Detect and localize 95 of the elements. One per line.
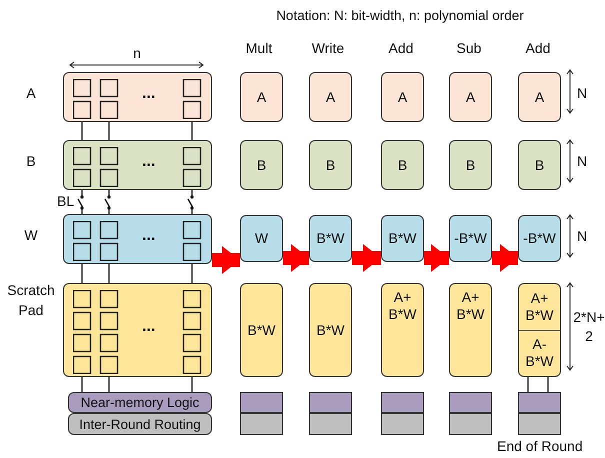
connector-line — [191, 190, 193, 214]
notation-note: Notation: N: bit-width, n: polynomial order — [275, 8, 525, 24]
arrow — [352, 244, 381, 272]
connector-line — [527, 377, 529, 392]
register-box — [449, 72, 492, 122]
box-label: B*W — [388, 230, 416, 247]
column-heading: Write — [310, 40, 346, 56]
row-label: A — [25, 84, 37, 103]
box-label: B — [326, 156, 336, 174]
caption: End of Round — [497, 438, 583, 454]
arrow — [492, 244, 518, 272]
box-label: A- B*W — [519, 330, 560, 376]
register-box — [518, 72, 561, 122]
signal-name: BL — [57, 193, 74, 209]
register-box — [240, 140, 283, 190]
box-label: B*W — [316, 230, 344, 247]
logic-block — [381, 392, 424, 413]
box-label: B*W — [248, 322, 276, 338]
box-label: A — [398, 88, 408, 106]
column-heading: Add — [388, 40, 414, 56]
dimension-label: N — [577, 153, 588, 169]
routing-block — [240, 413, 283, 435]
logic-block — [449, 392, 492, 413]
connector-line — [191, 122, 193, 140]
logic-block — [240, 392, 283, 413]
connector-line — [81, 264, 83, 283]
box-label: A+ B*W — [456, 289, 486, 323]
register-box — [240, 215, 283, 262]
box-label: B — [256, 156, 266, 174]
connector-line — [81, 190, 83, 214]
register-box — [449, 215, 492, 262]
arrow — [424, 244, 449, 272]
routing-block — [518, 413, 561, 435]
column-heading: Add — [524, 40, 552, 56]
routing-block — [309, 413, 352, 435]
row-label: W — [23, 226, 39, 245]
scratchpad-box — [518, 283, 561, 377]
routing-block — [68, 413, 212, 435]
box-label: A — [326, 88, 336, 106]
box-label: -B*W — [523, 230, 556, 247]
box-label: A — [256, 88, 266, 106]
scratchpad-box — [309, 283, 352, 377]
arrow — [283, 244, 309, 272]
box-label: B — [466, 156, 476, 174]
register-box — [381, 72, 424, 122]
box-label: A — [534, 88, 544, 106]
connector-line — [108, 377, 110, 392]
row-label: B — [25, 152, 37, 171]
connector-line — [81, 377, 83, 392]
ellipsis: ... — [142, 86, 156, 102]
dimension-label: n — [132, 45, 142, 61]
ellipsis: ... — [142, 228, 156, 244]
ellipsis: ... — [142, 154, 156, 170]
routing-block — [449, 413, 492, 435]
register-box — [381, 215, 424, 262]
connector-line — [108, 264, 110, 283]
connector-line — [547, 377, 549, 392]
ellipsis: ... — [142, 319, 156, 335]
box-label: B — [398, 156, 408, 174]
box-label: Inter-Round Routing — [79, 416, 201, 432]
routing-block — [381, 413, 424, 435]
dimension-label: N — [577, 85, 588, 101]
logic-block — [68, 392, 212, 413]
register-box — [309, 215, 352, 262]
arrow — [212, 246, 240, 274]
box-label: A+ B*W — [524, 288, 554, 325]
register-box — [518, 140, 561, 190]
box-label: B*W — [316, 322, 344, 338]
register-box — [381, 140, 424, 190]
logic-block — [309, 392, 352, 413]
connector-line — [108, 190, 110, 214]
register-box — [240, 72, 283, 122]
dimension-label: N — [577, 228, 588, 244]
logic-block — [518, 392, 561, 413]
dimension-label: 2*N+ 2 — [573, 308, 605, 346]
box-label: A — [466, 88, 476, 106]
connector-line — [81, 122, 83, 140]
row-label: Scratch Pad — [6, 281, 56, 320]
box-label: A+ B*W — [388, 289, 418, 323]
box-label: B — [534, 156, 544, 174]
connector-line — [108, 122, 110, 140]
connector-line — [191, 264, 193, 283]
column-heading: Sub — [456, 40, 482, 56]
connector-line — [191, 377, 193, 392]
register-box — [518, 215, 561, 262]
box-label: -B*W — [454, 230, 487, 247]
scratchpad-box — [381, 283, 424, 377]
box-label: Near-memory Logic — [80, 394, 200, 411]
box-label: W — [254, 230, 268, 247]
scratchpad-box — [240, 283, 283, 377]
scratchpad-box — [449, 283, 492, 377]
column-heading: Mult — [244, 40, 274, 56]
register-box — [449, 140, 492, 190]
register-box — [309, 140, 352, 190]
register-box — [309, 72, 352, 122]
